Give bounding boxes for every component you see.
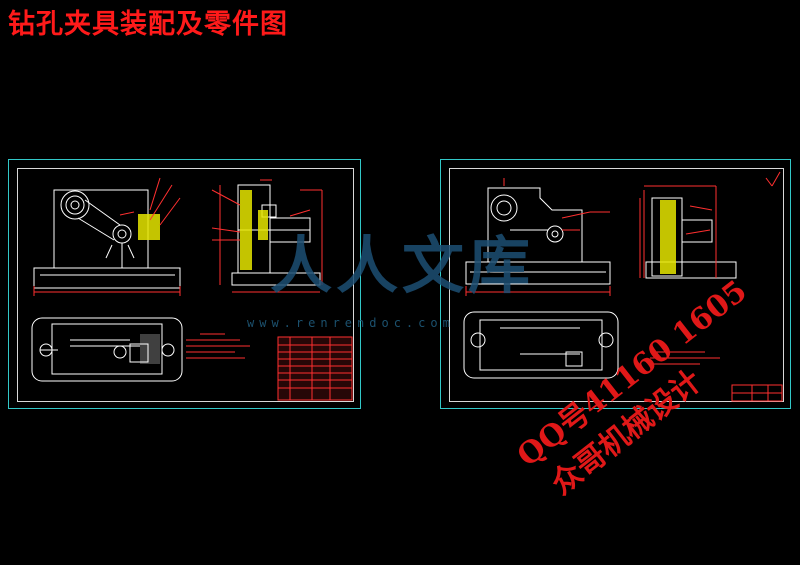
- part-side-hatch: [660, 200, 676, 274]
- parts-list-fill: [278, 337, 352, 400]
- part-notes: [650, 351, 720, 365]
- assembly-notes: [186, 333, 250, 359]
- assembly-front-dimensions: [33, 177, 181, 296]
- roughness-symbol: [765, 171, 781, 187]
- assembly-parts-list: [277, 336, 353, 401]
- side-hatch-right: [258, 210, 268, 240]
- part-top-view: [463, 311, 619, 379]
- assembly-side-dimensions: [211, 179, 323, 293]
- part-front-view: [465, 187, 611, 285]
- assembly-top-view: [31, 317, 183, 382]
- watermark-site: www.renrendoc.com: [247, 316, 455, 330]
- part-drawing-sheet[interactable]: [440, 159, 791, 409]
- part-drawing-frame: [449, 168, 784, 402]
- assembly-drawing-frame: [17, 168, 354, 402]
- watermark-logo: 人人文库: [270, 229, 535, 302]
- assembly-front-view: [33, 189, 181, 289]
- part-title-block: [731, 384, 783, 402]
- assembly-drawing-sheet[interactable]: [8, 159, 361, 409]
- top-view-fill: [140, 334, 160, 364]
- assembly-hatch-block: [138, 214, 160, 240]
- part-side-dimensions: [639, 185, 717, 278]
- part-side-view: [645, 197, 737, 279]
- side-hatch-left: [240, 190, 252, 270]
- drawing-title: 钻孔夹具装配及零件图: [8, 9, 288, 40]
- part-front-dimensions: [465, 178, 611, 296]
